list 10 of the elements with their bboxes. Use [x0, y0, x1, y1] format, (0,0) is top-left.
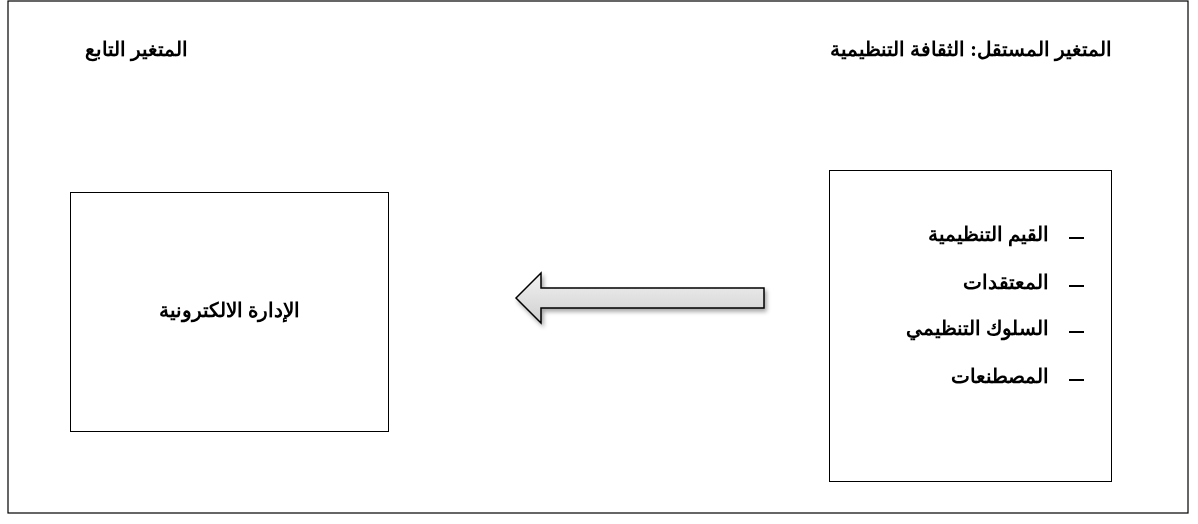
- box-label: الإدارة الالكترونية: [158, 298, 301, 322]
- variable-heading: المتغير التابع: [85, 37, 188, 61]
- text-box: [70, 192, 389, 432]
- list-item: المصطنعات: [951, 364, 1049, 388]
- block-arrow: [514, 271, 765, 325]
- text-box: [829, 170, 1112, 482]
- list-item: السلوك التنظيمي: [906, 316, 1049, 340]
- list-item: القيم التنظيمية: [928, 222, 1049, 246]
- list-item: المعتقدات: [963, 270, 1049, 294]
- variable-heading: المتغير المستقل: الثقافة التنظيمية: [830, 37, 1112, 61]
